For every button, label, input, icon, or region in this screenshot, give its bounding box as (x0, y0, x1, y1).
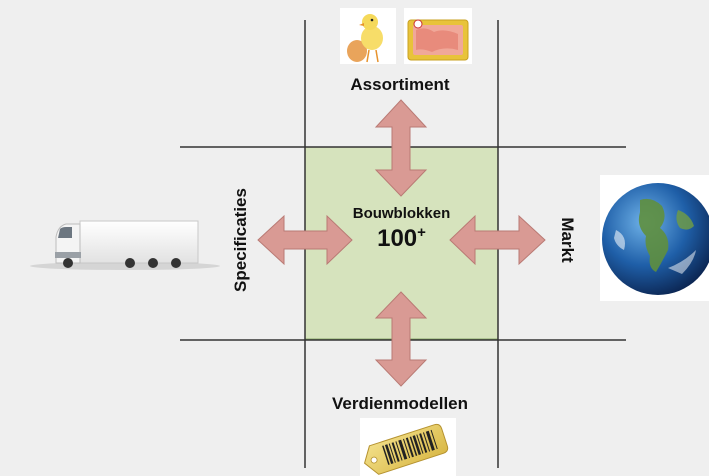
earth-globe-image (600, 175, 709, 301)
arrow-top (374, 99, 428, 197)
label-specificaties: Specificaties (231, 188, 250, 292)
chick-with-egg-image (340, 8, 396, 64)
center-count: 100+ (305, 225, 498, 253)
label-markt: Markt (558, 217, 577, 263)
center-count-suffix: + (417, 224, 426, 241)
label-verdienmodellen: Verdienmodellen (331, 394, 469, 413)
center-title: Bouwblokken (352, 205, 451, 222)
arrow-left (257, 214, 353, 266)
center-count-number: 100 (377, 225, 418, 252)
truck-image (30, 220, 220, 270)
packaged-chicken-image (404, 8, 472, 64)
arrow-right (449, 214, 546, 266)
arrow-bottom (374, 291, 428, 387)
barcode-tag-image (360, 418, 456, 476)
label-assortiment: Assortiment (350, 75, 450, 94)
